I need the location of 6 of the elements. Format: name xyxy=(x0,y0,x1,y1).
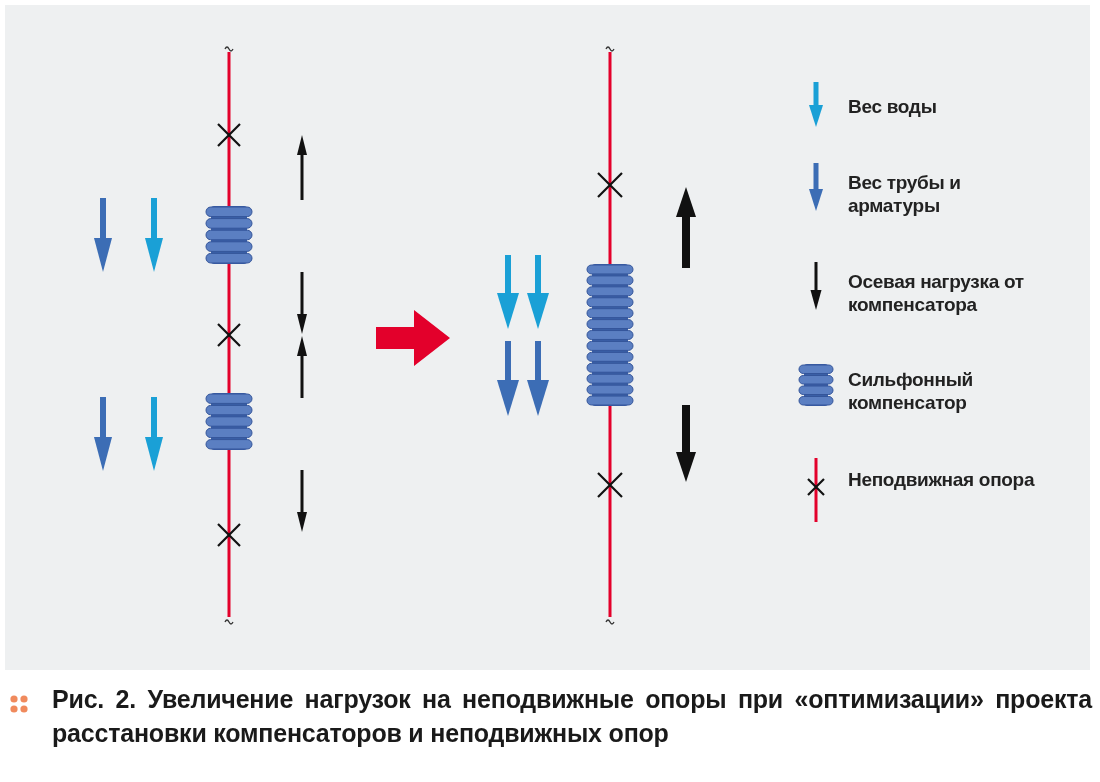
legend-text: Сильфонный компенсатор xyxy=(848,368,974,414)
figure-caption: Рис. 2. Увеличение нагрузок на неподвижные опоры при «оптимизации» проекта расстановки компенсаторов и неподвижных опор xyxy=(52,684,1092,749)
legend-text: Вес воды xyxy=(848,95,938,118)
legend-text: Осевая нагрузка от компенсатора xyxy=(848,270,1025,316)
legend-text: Неподвижная опора xyxy=(848,468,1036,491)
legend-text: Вес трубы и арматуры xyxy=(848,171,962,217)
